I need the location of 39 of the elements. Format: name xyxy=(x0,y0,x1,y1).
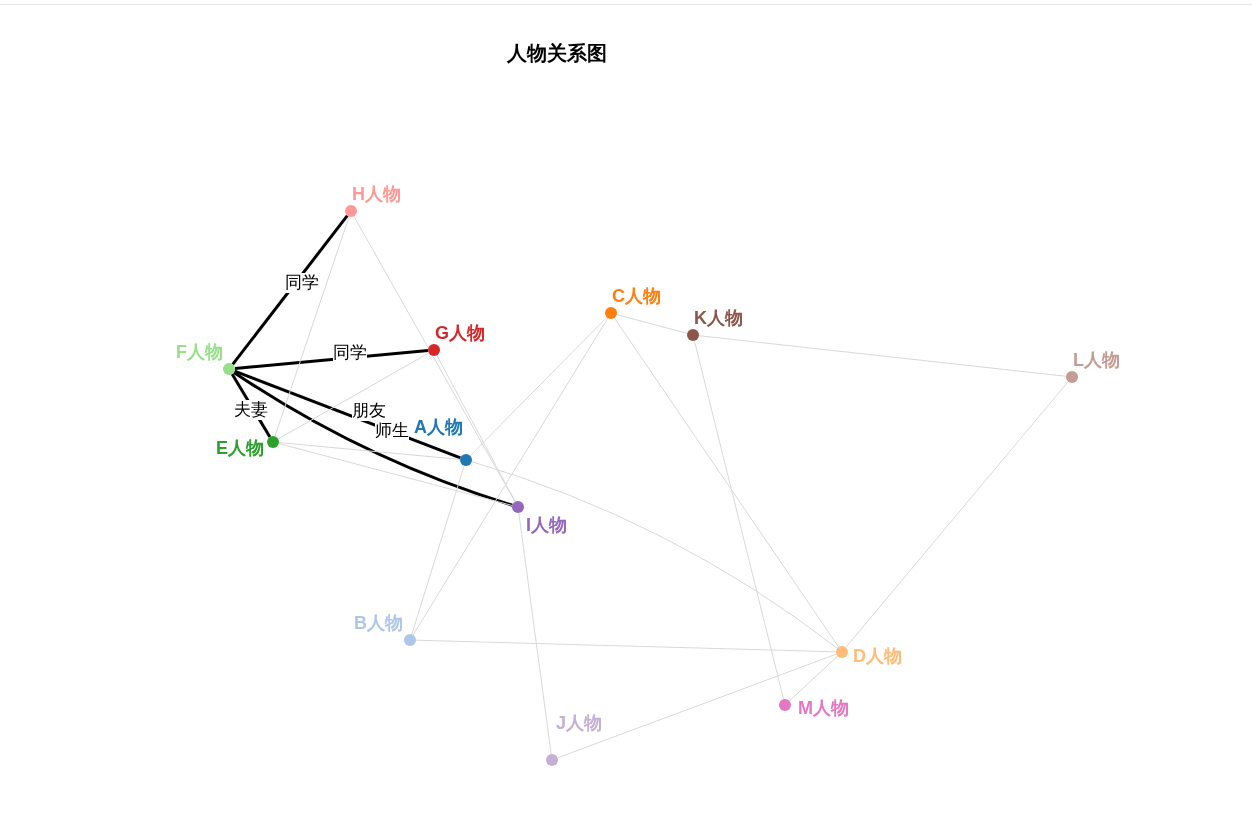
node-label: E人物 xyxy=(215,438,265,458)
relation-line xyxy=(278,442,461,460)
relation-line xyxy=(845,381,1069,648)
relation-line xyxy=(231,214,349,366)
edge-label: 师生 xyxy=(374,421,409,441)
relation-line xyxy=(274,216,350,437)
relation-line xyxy=(698,335,1067,377)
node-label: J人物 xyxy=(555,713,603,733)
relation-line xyxy=(469,316,608,457)
node-label: D人物 xyxy=(852,646,903,666)
relation-line xyxy=(277,352,430,440)
relation-line xyxy=(415,639,837,653)
relation-line xyxy=(518,512,552,755)
relation-line xyxy=(411,465,465,635)
relation-line xyxy=(616,314,688,334)
node-label: A人物 xyxy=(413,417,464,437)
edge-label: 朋友 xyxy=(352,401,386,421)
relation-line xyxy=(613,317,840,648)
relation-line xyxy=(693,340,785,700)
edge-label: 同学 xyxy=(285,273,319,293)
relation-line xyxy=(471,461,838,649)
node-label: H人物 xyxy=(351,184,402,204)
node-label: L人物 xyxy=(1072,350,1121,370)
relation-line xyxy=(788,655,839,702)
node-label: F人物 xyxy=(175,342,224,362)
relation-line xyxy=(412,317,609,636)
edge-label: 夫妻 xyxy=(234,400,268,420)
edge-label: 同学 xyxy=(332,342,367,363)
relation-line xyxy=(233,371,513,507)
relation-line xyxy=(436,354,516,503)
node-label: C人物 xyxy=(611,286,662,306)
relation-line xyxy=(557,653,837,759)
node-label: G人物 xyxy=(434,323,486,343)
node-label: I人物 xyxy=(525,515,568,535)
relation-line xyxy=(278,443,513,506)
title: 人物关系图 xyxy=(507,41,607,65)
node-label: B人物 xyxy=(353,613,404,633)
node-label: K人物 xyxy=(693,308,744,328)
node-label: M人物 xyxy=(797,698,850,718)
